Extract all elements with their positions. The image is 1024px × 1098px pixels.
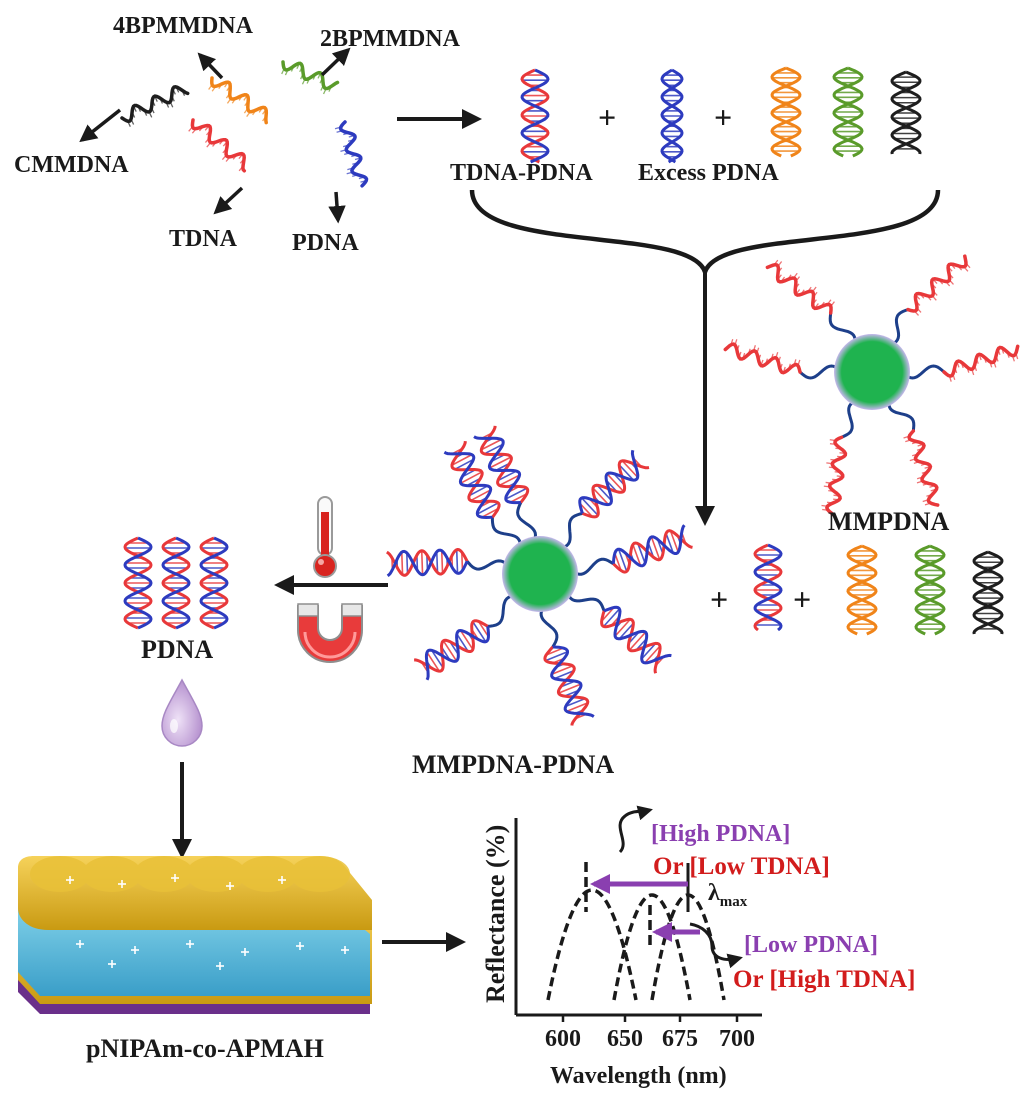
label-pdna-top: PDNA <box>292 230 359 256</box>
strand-orange-bottom <box>846 544 878 636</box>
hybrid-helix <box>443 441 501 520</box>
label-film: pNIPAm-co-APMAH <box>86 1034 324 1063</box>
dna-strand-black-cmm <box>120 84 190 127</box>
callout-lower <box>689 922 743 969</box>
arrow-2bp <box>320 47 351 77</box>
label-pdna-left: PDNA <box>141 635 213 664</box>
xtick-650: 650 <box>607 1026 643 1052</box>
callout-upper <box>618 805 653 854</box>
magnet-icon <box>297 603 363 663</box>
xtick-600: 600 <box>545 1026 581 1052</box>
peak-left <box>546 888 638 1001</box>
label-mmpdna-pdna: MMPDNA-PDNA <box>412 750 614 779</box>
thermometer-icon <box>313 496 337 578</box>
released-pdna: PDNA <box>123 536 229 664</box>
probe-strand <box>906 254 971 316</box>
y-axis-label: Reflectance (%) <box>481 825 510 1003</box>
pdna-helix-2 <box>161 536 191 630</box>
probe-strand <box>903 429 940 507</box>
x-axis-label: Wavelength (nm) <box>550 1063 727 1089</box>
probe-strand <box>942 344 1020 382</box>
xtick-675: 675 <box>662 1026 698 1052</box>
annotation-high-tdna: Or [High TDNA] <box>733 966 915 993</box>
strand-orange-top <box>770 66 802 158</box>
dna-strand-red-tdna <box>188 118 247 173</box>
peak-middle <box>612 893 692 1001</box>
plus-4: + <box>793 581 811 617</box>
label-tdna: TDNA <box>169 226 238 252</box>
reflectance-graph: 600 650 675 700 Wavelength (nm) Reflecta… <box>481 805 915 1089</box>
grouping-brace <box>469 189 941 280</box>
arrow-4bp <box>197 52 224 80</box>
label-2bpmmdna: 2BPMMDNA <box>320 26 461 52</box>
pdna-helix-1 <box>123 536 153 630</box>
unbound-species: + + <box>710 543 1004 636</box>
plus-3: + <box>710 581 728 617</box>
dna-strand-blue-pdna <box>334 120 369 188</box>
xtick-700: 700 <box>719 1026 755 1052</box>
magnetic-bead <box>834 334 910 410</box>
dna-species-cluster: 4BPMMDNA 2BPMMDNA CMMDNA TDNA PDNA <box>14 13 461 256</box>
label-4bpmmdna: 4BPMMDNA <box>113 13 254 39</box>
plus-2: + <box>714 99 732 135</box>
mmpdna-particle: MMPDNA <box>723 254 1020 536</box>
hybrid-helix <box>543 645 595 726</box>
label-mmpdna: MMPDNA <box>828 507 950 536</box>
hybrid-helix <box>600 605 672 674</box>
magnetic-bead-hybridized <box>502 536 578 612</box>
dsdna-free <box>753 543 783 632</box>
dsdna-tdna-pdna <box>520 68 550 164</box>
dna-strand-orange-4bp <box>208 76 269 125</box>
etalon-film: pNIPAm-co-APMAH <box>18 856 372 1063</box>
excess-pdna-strand <box>660 68 684 164</box>
dna-strand-green-2bp <box>281 60 340 95</box>
strand-green-bottom <box>914 544 946 636</box>
hybrid-helix <box>473 425 530 505</box>
lambda-max-label: λmax <box>708 880 748 910</box>
probe-strand <box>821 435 848 517</box>
hybridization-products: + + TDNA-PDNA Excess PDNA <box>450 66 922 186</box>
hybrid-helix <box>578 449 650 519</box>
plus-1: + <box>598 99 616 135</box>
annotation-low-tdna: Or [Low TDNA] <box>653 853 830 880</box>
probe-strand <box>723 338 802 375</box>
strand-green-top <box>832 66 864 158</box>
mmpdna-pdna-particle: MMPDNA-PDNA <box>386 425 693 779</box>
pdna-helix-3 <box>199 536 229 630</box>
label-cmmdna: CMMDNA <box>14 152 129 178</box>
hybrid-helix <box>414 619 491 681</box>
arrow-cmm <box>79 108 122 143</box>
droplet-icon <box>161 678 203 747</box>
annotation-high-pdna: [High PDNA] <box>651 821 790 847</box>
annotation-low-pdna: [Low PDNA] <box>744 932 878 958</box>
arrow-tdna <box>213 186 244 215</box>
hybrid-helix <box>611 524 693 574</box>
label-tdna-pdna: TDNA-PDNA <box>450 160 593 186</box>
hybrid-helix <box>386 547 469 578</box>
arrow-pdna <box>328 191 346 224</box>
probe-strand <box>765 259 835 315</box>
strand-black-bottom <box>972 550 1004 635</box>
strand-black-top <box>890 70 922 155</box>
label-excess-pdna: Excess PDNA <box>638 160 779 186</box>
